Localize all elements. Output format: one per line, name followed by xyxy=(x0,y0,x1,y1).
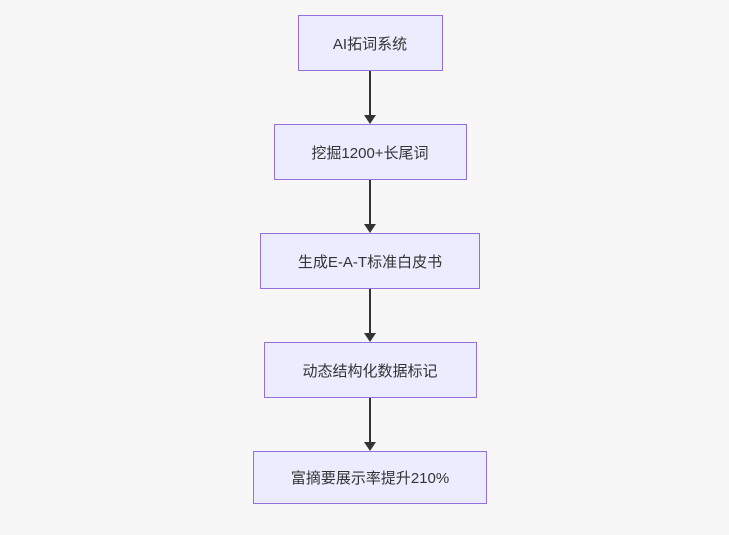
arrow-line xyxy=(369,71,371,115)
arrow-line xyxy=(369,398,371,442)
arrow-line xyxy=(369,289,371,333)
node-label: 富摘要展示率提升210% xyxy=(290,470,450,487)
node-label: AI拓词系统 xyxy=(332,35,408,53)
arrow-head-icon xyxy=(364,333,376,342)
flow-node-ai-word-expansion: AI拓词系统 xyxy=(297,15,443,71)
flow-node-structured-data-markup: 动态结构化数据标记 xyxy=(263,342,477,398)
flow-arrow xyxy=(364,71,376,124)
arrow-head-icon xyxy=(364,224,376,233)
flow-arrow xyxy=(364,398,376,451)
arrow-head-icon xyxy=(364,442,376,451)
flow-arrow xyxy=(364,180,376,233)
node-label: 动态结构化数据标记 xyxy=(302,362,438,380)
flowchart: AI拓词系统 挖掘1200+长尾词 生成E-A-T标准白皮书 动态结构化数据标记 xyxy=(253,15,487,504)
flow-node-eat-whitepaper: 生成E-A-T标准白皮书 xyxy=(260,233,480,289)
node-label: 挖掘1200+长尾词 xyxy=(311,144,429,162)
node-label: 生成E-A-T标准白皮书 xyxy=(297,253,443,271)
flow-node-longtail-mining: 挖掘1200+长尾词 xyxy=(273,124,467,180)
arrow-head-icon xyxy=(364,115,376,124)
flow-arrow xyxy=(364,289,376,342)
arrow-line xyxy=(369,180,371,224)
flow-node-rich-snippet-result: 富摘要展示率提升210% xyxy=(253,451,487,504)
